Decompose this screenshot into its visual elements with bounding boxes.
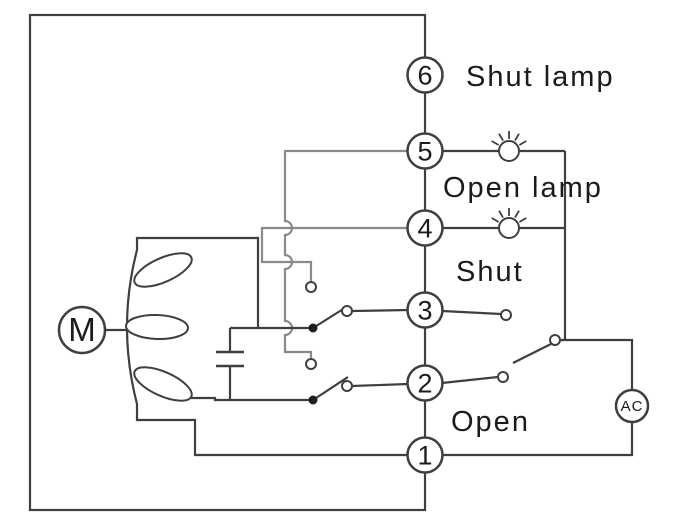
terminal-4: 4 (406, 209, 444, 247)
junction-dot-b (308, 395, 318, 405)
selector-contact-lower (497, 371, 509, 383)
limit-switch-lower-nc-contact (305, 358, 317, 370)
terminal-circle (406, 56, 444, 94)
terminal-2: 2 (406, 364, 444, 402)
wire-terminal3-to-selector (441, 309, 502, 316)
selector-common-contact (549, 334, 561, 346)
label-shut: Shut (456, 256, 524, 288)
limit-switch-lower-no-contact (341, 380, 353, 392)
limit-switch-upper-nc-contact (305, 281, 317, 293)
winding-coil-middle (125, 313, 189, 341)
selector-contact-upper (500, 309, 512, 321)
terminal-circle (406, 436, 444, 474)
motor-label: M (68, 311, 96, 348)
terminal-5: 5 (406, 132, 444, 170)
limit-switch-upper-no-contact (341, 305, 353, 317)
wire-terminal3 (351, 308, 409, 313)
ac-label: AC (621, 398, 644, 415)
terminal-circle (406, 364, 444, 402)
terminal-number: 5 (417, 137, 432, 167)
wire-terminal2-to-selector (441, 375, 499, 385)
terminal-6: 6 (406, 56, 444, 94)
lamp-rays (491, 131, 527, 146)
open-lamp-icon (491, 131, 527, 162)
lamp-rays (491, 208, 527, 223)
wire-terminal2 (351, 382, 409, 388)
junction-dot-a (308, 323, 318, 333)
ac-source: AC (614, 388, 650, 424)
wire-ac-to-terminal1 (442, 422, 634, 457)
terminal-1: 1 (406, 436, 444, 474)
terminal-number: 2 (417, 369, 432, 399)
terminal-circle (406, 132, 444, 170)
terminal-circle (406, 209, 444, 247)
terminal-number: 1 (417, 441, 432, 471)
ac-source-circle (614, 388, 650, 424)
enclosure-outline (28, 13, 427, 512)
terminal-number: 6 (417, 61, 432, 91)
terminal-circle (406, 291, 444, 329)
terminal-number: 4 (417, 214, 432, 244)
wire-terminal4-route (260, 226, 408, 281)
winding-coil-top (133, 252, 193, 288)
selector-switch-blade (512, 343, 552, 364)
lamp-bulb (498, 140, 520, 162)
motor-symbol (57, 305, 107, 355)
wire-selector-to-ac (560, 338, 634, 390)
terminal-3: 3 (406, 291, 444, 329)
label-open-lamp: Open lamp (443, 172, 603, 204)
label-shut-lamp: Shut lamp (466, 61, 615, 93)
limit-switch-lower-blade (312, 376, 349, 401)
winding-coil-bottom (133, 366, 193, 402)
shut-lamp-icon (491, 208, 527, 239)
label-open: Open (451, 406, 530, 438)
wire-node-b (191, 396, 311, 402)
terminal-number: 3 (417, 296, 432, 326)
lamp-bulb (498, 217, 520, 239)
wire-winding-top-tap (135, 236, 260, 328)
wire-terminal1-to-motor (135, 404, 408, 457)
